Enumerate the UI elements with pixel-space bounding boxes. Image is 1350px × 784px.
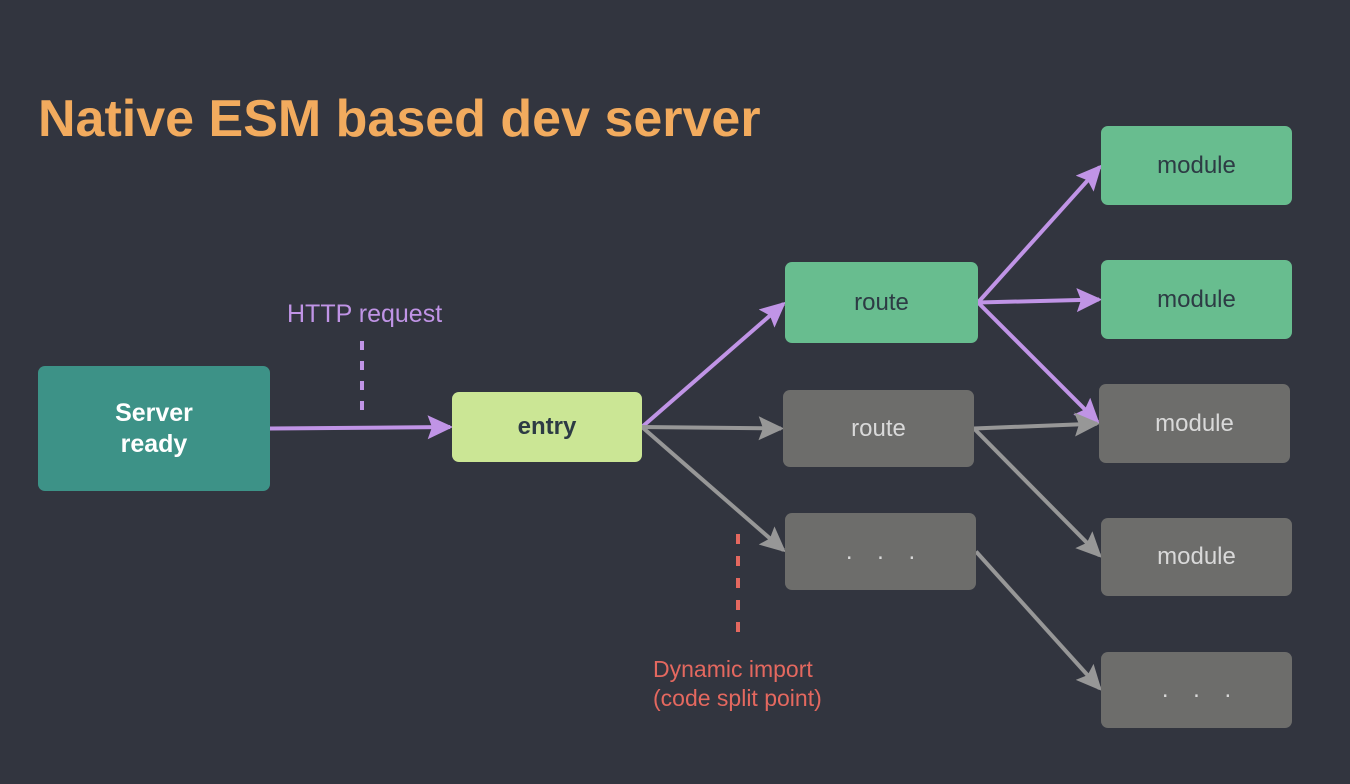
node-label: . . . <box>1161 676 1241 704</box>
edge-route3-to-module5 <box>974 550 1102 691</box>
node-route-2: route <box>783 390 974 467</box>
dynamic-import-label: Dynamic import (code split point) <box>653 656 822 712</box>
edge-route1-to-module2 <box>977 288 1103 313</box>
node-label: module <box>1157 285 1236 313</box>
node-label: route <box>851 414 906 442</box>
node-route-3: . . . <box>785 513 976 590</box>
node-label: module <box>1157 151 1236 179</box>
node-label: entry <box>517 413 577 441</box>
node-label: . . . <box>845 537 925 565</box>
edge-route1-to-module3 <box>976 301 1100 425</box>
node-server: Server ready <box>38 366 270 491</box>
node-module-1: module <box>1101 126 1292 205</box>
node-module-5: . . . <box>1101 652 1292 728</box>
node-label: module <box>1157 543 1236 571</box>
edge-entry-to-route1 <box>640 301 786 429</box>
node-module-2: module <box>1101 260 1292 339</box>
edge-entry-to-route2 <box>641 416 785 441</box>
edge-route2-to-module4 <box>972 427 1102 558</box>
node-label: module <box>1155 409 1234 437</box>
edge-route1-to-module1 <box>976 164 1102 304</box>
node-label: route <box>854 288 909 316</box>
node-module-4: module <box>1101 518 1292 596</box>
node-route-1: route <box>785 262 978 343</box>
edge-entry-to-route3 <box>640 425 786 553</box>
node-module-3: module <box>1099 384 1290 463</box>
edge-route2-to-module3 <box>973 412 1101 437</box>
node-label: Server ready <box>115 399 193 458</box>
node-entry: entry <box>452 392 642 462</box>
page-title: Native ESM based dev server <box>38 89 761 148</box>
edge-server-to-entry <box>269 415 454 440</box>
http-request-label: HTTP request <box>287 300 443 328</box>
